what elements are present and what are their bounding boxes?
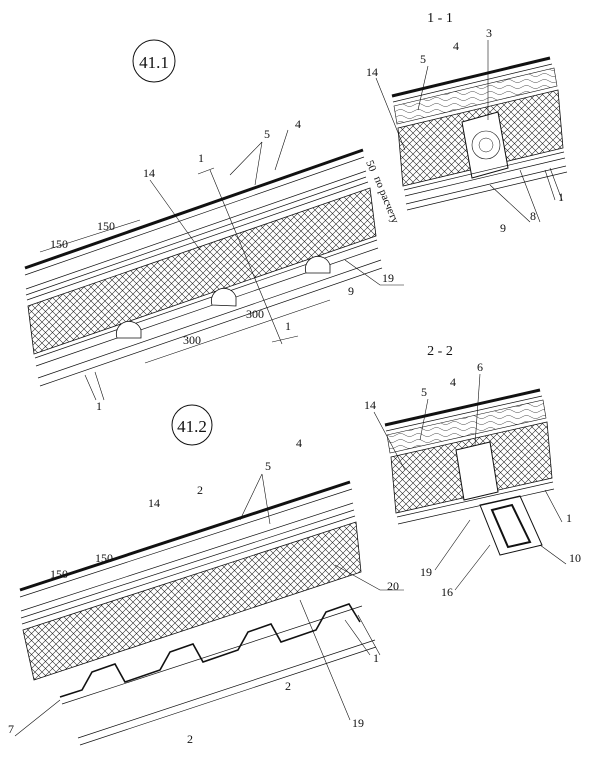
- dim-150-b: 150: [97, 219, 115, 233]
- s11-label-14: 14: [366, 65, 378, 79]
- section-1-1: 1 - 1 3 4 5 14 8 9 1: [366, 11, 568, 235]
- d412-label-19: 19: [352, 716, 364, 730]
- s22-label-14: 14: [364, 398, 376, 412]
- label-1-top: 1: [198, 151, 204, 165]
- d412-label-14: 14: [148, 496, 160, 510]
- s22-label-10: 10: [569, 551, 581, 565]
- d412-label-1: 1: [373, 651, 379, 665]
- d412-label-20: 20: [387, 579, 399, 593]
- dim-50: 50: [363, 159, 378, 174]
- dim-300-a: 300: [183, 333, 201, 347]
- label-9: 9: [348, 284, 354, 298]
- s11-label-9: 9: [500, 221, 506, 235]
- label-19: 19: [382, 271, 394, 285]
- section-2-2: 2 - 2 6 4 5 14 1 10 19 16: [364, 344, 581, 599]
- label-5: 5: [264, 127, 270, 141]
- s11-label-8: 8: [530, 209, 536, 223]
- d412-label-2-top: 2: [197, 483, 203, 497]
- section-2-2-title: 2 - 2: [427, 344, 453, 359]
- s11-label-5: 5: [420, 52, 426, 66]
- detail-id-41-2: 41.2: [171, 404, 213, 446]
- detail-41-2-label: 41.2: [177, 417, 207, 436]
- d412-label-5: 5: [265, 459, 271, 473]
- d412-label-2-cut: 2: [285, 679, 291, 693]
- s11-label-3: 3: [486, 26, 492, 40]
- section-1-1-title: 1 - 1: [427, 11, 453, 26]
- s22-label-4: 4: [450, 375, 456, 389]
- dim-300-b: 300: [246, 307, 264, 321]
- label-14: 14: [143, 166, 155, 180]
- d412-label-2-bottom: 2: [187, 732, 193, 746]
- detail-41-2: 2 2 2: [19, 480, 377, 746]
- dim-calc: по расчету: [371, 175, 401, 226]
- d412-label-4: 4: [296, 436, 302, 450]
- s11-label-4: 4: [453, 39, 459, 53]
- label-1-bottom: 1: [96, 399, 102, 413]
- d412-label-7: 7: [8, 722, 14, 736]
- s22-label-19: 19: [420, 565, 432, 579]
- s22-label-6: 6: [477, 360, 483, 374]
- dim-150-a: 150: [50, 237, 68, 251]
- labels-41-2: 150 150 14 5 4 20 7 19 1: [8, 436, 404, 737]
- label-4: 4: [295, 117, 301, 131]
- label-1-cut: 1: [285, 319, 291, 333]
- detail-id-41-1: 41.1: [132, 39, 176, 83]
- detail-41-1-label: 41.1: [139, 53, 169, 72]
- labels-41-1: 14 1 5 4 9 19 1 1: [84, 117, 404, 413]
- s22-label-16: 16: [441, 585, 453, 599]
- s22-label-1: 1: [566, 511, 572, 525]
- dim-150-c: 150: [50, 567, 68, 581]
- detail-41-1: [24, 148, 383, 387]
- s22-label-5: 5: [421, 385, 427, 399]
